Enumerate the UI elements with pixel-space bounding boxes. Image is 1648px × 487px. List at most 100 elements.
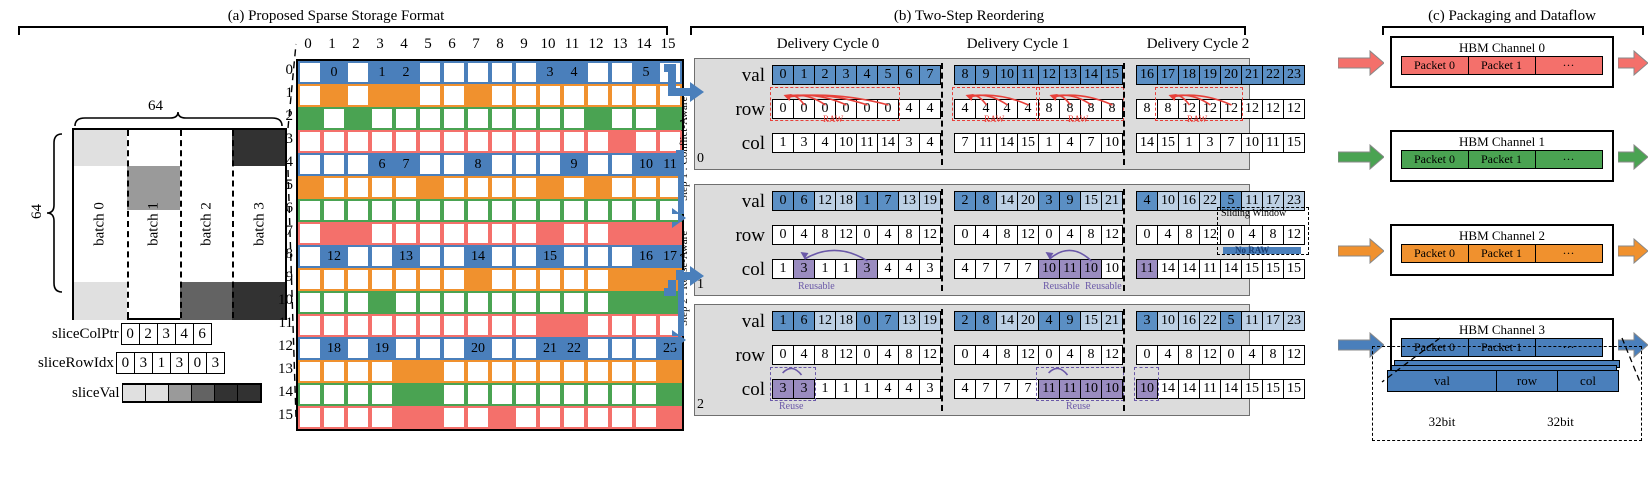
matrix-col-header: 1 — [328, 36, 336, 52]
col-cell: 4 — [1059, 133, 1081, 153]
row-cell: 12 — [835, 345, 857, 365]
val-cell: 2 — [954, 311, 976, 331]
matrix-cell — [586, 61, 610, 84]
row-cell: 4 — [1241, 345, 1263, 365]
matrix-cell — [538, 268, 562, 291]
row-cell: 12 — [919, 345, 941, 365]
matrix-cell — [610, 406, 634, 429]
matrix-cell — [562, 84, 586, 107]
col-cell: 14 — [1220, 259, 1242, 279]
array-label-val: val — [741, 65, 765, 86]
row-cell: 12 — [1101, 345, 1123, 365]
raw-dependency-arcs — [1168, 94, 1232, 106]
matrix-cell — [442, 245, 466, 268]
val-cell: 20 — [1220, 65, 1242, 85]
matrix-cell: 18 — [322, 337, 346, 360]
matrix-cell: 20 — [466, 337, 490, 360]
val-cell: 15 — [1080, 311, 1102, 331]
slice-cell: 3 — [156, 323, 176, 345]
block-number: 1 — [697, 277, 704, 292]
matrix-row-header: 7 — [285, 223, 294, 239]
packet-width-2: 32bit — [1547, 414, 1574, 429]
matrix-cell — [394, 84, 418, 107]
col-cell: 11 — [856, 133, 878, 153]
matrix-cell — [418, 222, 442, 245]
matrix-cell — [394, 406, 418, 429]
matrix-row — [298, 199, 682, 222]
matrix-row-header: 6 — [285, 200, 294, 216]
slice-cell: 4 — [174, 323, 194, 345]
slice-cell: 1 — [151, 352, 171, 374]
matrix-cell — [370, 406, 394, 429]
matrix-cell — [562, 360, 586, 383]
matrix-cell — [298, 383, 322, 406]
sliding-window-box — [1217, 207, 1309, 255]
matrix-col-header: 3 — [376, 36, 384, 52]
matrix-cell — [610, 222, 634, 245]
matrix-cell — [514, 291, 538, 314]
matrix-row-header: 14 — [278, 384, 293, 400]
val-cell: 23 — [1283, 65, 1305, 85]
val-cell: 14 — [1080, 65, 1102, 85]
matrix-cell — [538, 107, 562, 130]
step-1-label: Step 1 : Conflict-Aware — [678, 96, 690, 201]
col-cell: 15 — [1157, 133, 1179, 153]
reuse-arc — [782, 367, 803, 376]
matrix-cell — [586, 314, 610, 337]
matrix-cell — [610, 107, 634, 130]
packet: ··· — [1534, 56, 1603, 75]
matrix-cell — [442, 176, 466, 199]
val-cell: 17 — [1157, 65, 1179, 85]
dataflow-arrow — [1617, 237, 1648, 265]
matrix-cell — [322, 406, 346, 429]
row-cell: 0 — [1136, 345, 1158, 365]
matrix-cell — [298, 245, 322, 268]
matrix-cell — [490, 107, 514, 130]
matrix-col-header: 15 — [660, 36, 676, 52]
matrix-cell — [658, 406, 682, 429]
slice-val-cell — [214, 384, 239, 402]
matrix-cell — [514, 107, 538, 130]
matrix-row — [298, 176, 682, 199]
reusable-arc — [1045, 249, 1093, 262]
cycle-title-2: Delivery Cycle 2 — [1146, 36, 1250, 52]
panel-b-title: (b) Two-Step Reordering — [893, 8, 1045, 24]
batch-shade-0a — [74, 130, 127, 166]
matrix-cell — [322, 84, 346, 107]
matrix-cell — [394, 222, 418, 245]
matrix-cell — [442, 84, 466, 107]
slice-val-cell — [191, 384, 216, 402]
dim-top-label: 64 — [148, 98, 163, 114]
batch-col-0: batch 0 — [74, 130, 127, 318]
raw-dependency-arcs — [965, 94, 1029, 106]
col-cell: 14 — [1178, 379, 1200, 399]
matrix-cell — [634, 383, 658, 406]
matrix-cell — [442, 360, 466, 383]
matrix-cell — [586, 130, 610, 153]
matrix-cell — [418, 84, 442, 107]
reuse-label: Reuse — [1066, 401, 1091, 412]
row-cell: 12 — [1283, 225, 1305, 245]
val-cell: 11 — [1241, 311, 1263, 331]
row-cell: 0 — [772, 225, 794, 245]
matrix-cell — [298, 406, 322, 429]
matrix-cell — [634, 107, 658, 130]
matrix-cell — [562, 314, 586, 337]
hbm-channel-title: HBM Channel 0 — [1459, 40, 1545, 55]
col-cell: 7 — [1080, 133, 1102, 153]
val-cell: 15 — [1101, 65, 1123, 85]
raw-dependency-arcs — [1049, 94, 1113, 106]
col-cell: 15 — [1262, 379, 1284, 399]
